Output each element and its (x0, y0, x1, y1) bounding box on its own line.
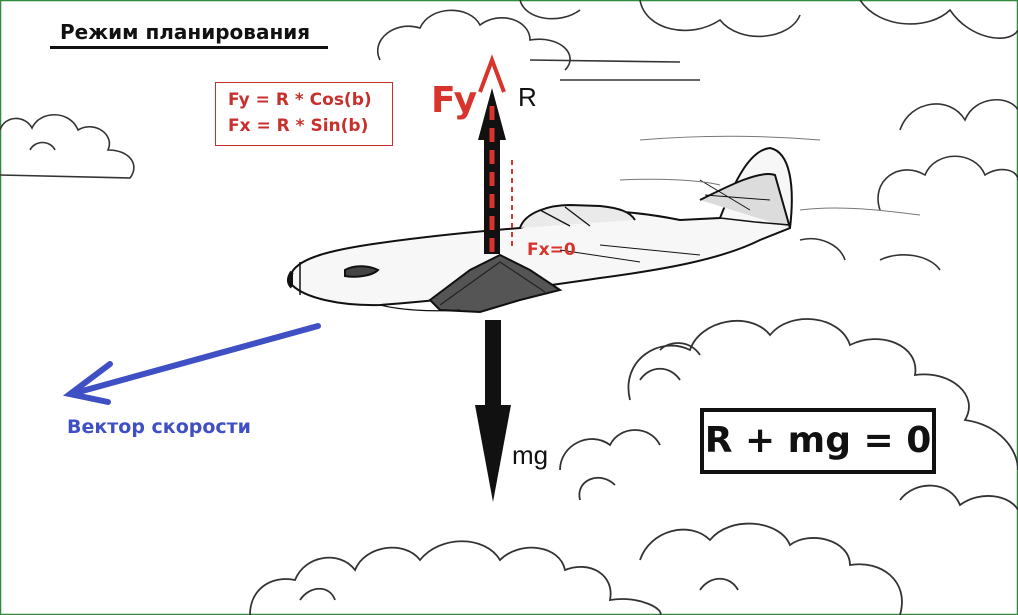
r-label: R (518, 82, 537, 112)
formula-box: Fy = R * Cos(b) Fx = R * Sin(b) (215, 82, 393, 146)
cloud-right (799, 98, 1018, 271)
mg-arrow (475, 320, 511, 502)
cloud-bottom-right (559, 318, 1018, 501)
mode-title: Режим планирования (60, 20, 311, 44)
airplane-drawing (287, 146, 793, 314)
cloud-left (0, 114, 135, 179)
title-underline (50, 46, 328, 49)
equation-box: R + mg = 0 (700, 408, 936, 474)
cloud-top (377, 0, 1018, 81)
mg-label: mg (512, 440, 549, 470)
fx-zero-label: Fx=0 (527, 240, 576, 260)
formula-fx: Fx = R * Sin(b) (228, 116, 369, 136)
cloud-bottom (249, 484, 1018, 615)
fy-label: Fy (431, 80, 478, 121)
airflow-lines (619, 135, 921, 216)
fy-arrow (478, 54, 513, 252)
formula-fy: Fy = R * Cos(b) (228, 90, 372, 110)
velocity-vector-label: Вектор скорости (67, 416, 251, 438)
velocity-arrow (62, 323, 321, 405)
